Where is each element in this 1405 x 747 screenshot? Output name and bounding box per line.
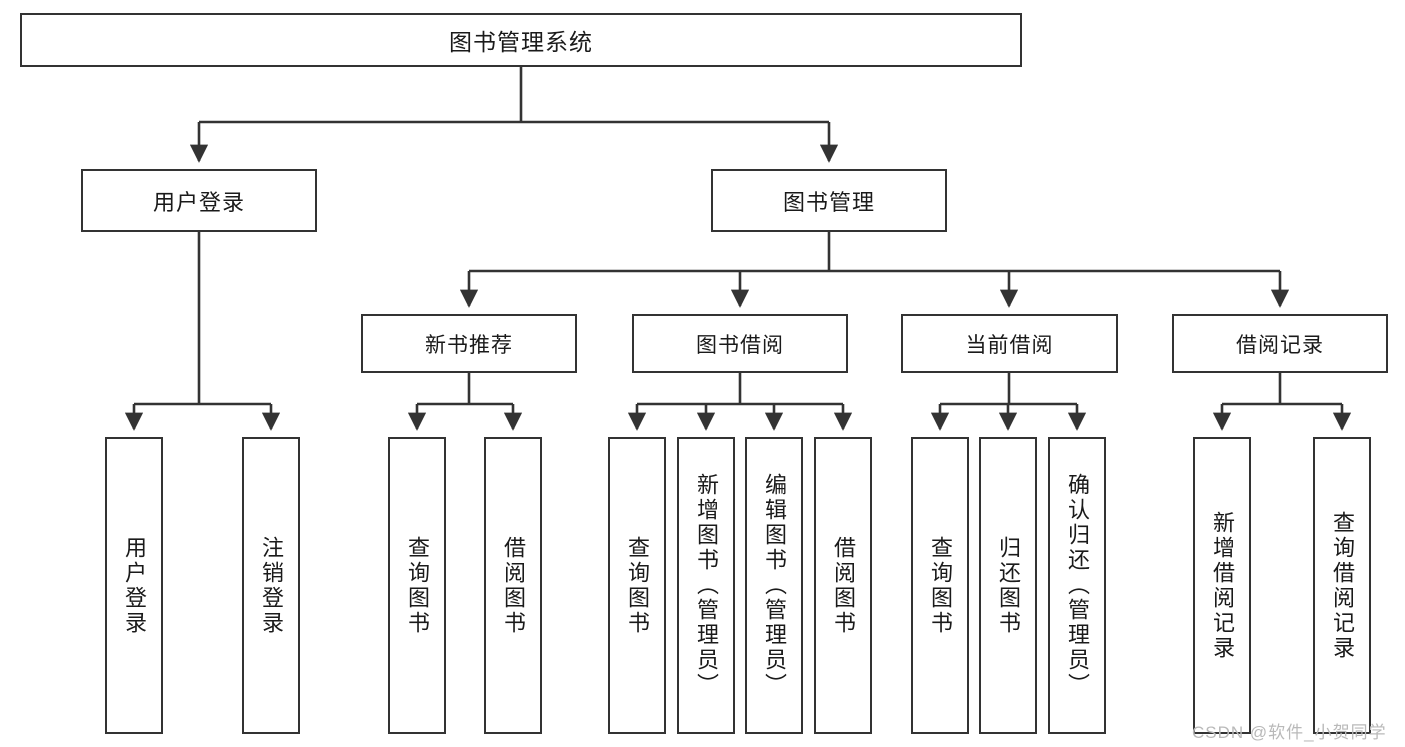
leaf-confirm-return-admin[interactable]: 确认归还（管理员） <box>1048 437 1106 734</box>
node-book-borrow[interactable]: 图书借阅 <box>632 314 848 373</box>
leaf-add-book-admin[interactable]: 新增图书（管理员） <box>677 437 735 734</box>
leaf-query-book-current-label: 查询图书 <box>928 535 953 636</box>
leaf-borrow-book-label: 借阅图书 <box>831 535 856 636</box>
leaf-user-login[interactable]: 用户登录 <box>105 437 163 734</box>
leaf-query-book-newbooks-label: 查询图书 <box>405 535 430 636</box>
leaf-return-book[interactable]: 归还图书 <box>979 437 1037 734</box>
node-root-label: 图书管理系统 <box>449 29 593 55</box>
node-borrow-records[interactable]: 借阅记录 <box>1172 314 1388 373</box>
leaf-borrow-book-newbooks[interactable]: 借阅图书 <box>484 437 542 734</box>
leaf-borrow-book[interactable]: 借阅图书 <box>814 437 872 734</box>
leaf-add-book-admin-label: 新增图书（管理员） <box>694 473 719 698</box>
leaf-query-book-current[interactable]: 查询图书 <box>911 437 969 734</box>
connector-group-newbooks <box>407 373 523 431</box>
connector-group-book-mgmt <box>459 232 1290 308</box>
node-borrow-records-label: 借阅记录 <box>1236 333 1324 357</box>
leaf-query-book-borrow-label: 查询图书 <box>625 535 650 636</box>
node-book-management[interactable]: 图书管理 <box>711 169 947 232</box>
node-book-management-label: 图书管理 <box>782 189 875 215</box>
node-current-borrow-label: 当前借阅 <box>965 333 1054 357</box>
leaf-logout-label: 注销登录 <box>259 535 284 636</box>
csdn-watermark: CSDN @软件_小贺同学 <box>1192 723 1387 742</box>
connector-group-root <box>189 67 839 163</box>
leaf-edit-book-admin[interactable]: 编辑图书（管理员） <box>745 437 803 734</box>
leaf-add-borrow-record[interactable]: 新增借阅记录 <box>1193 437 1251 734</box>
leaf-return-book-label: 归还图书 <box>996 535 1021 636</box>
node-current-borrow[interactable]: 当前借阅 <box>901 314 1118 373</box>
leaf-query-borrow-record-label: 查询借阅记录 <box>1330 510 1355 661</box>
node-new-book-recommend-label: 新书推荐 <box>425 333 513 357</box>
leaf-user-login-label: 用户登录 <box>122 535 147 636</box>
connector-group-user-login <box>124 232 281 431</box>
leaf-edit-book-admin-label: 编辑图书（管理员） <box>762 473 787 698</box>
leaf-query-book-newbooks[interactable]: 查询图书 <box>388 437 446 734</box>
leaf-logout[interactable]: 注销登录 <box>242 437 300 734</box>
connector-group-records <box>1212 373 1352 431</box>
node-user-login[interactable]: 用户登录 <box>81 169 317 232</box>
node-book-borrow-label: 图书借阅 <box>696 333 784 357</box>
leaf-add-borrow-record-label: 新增借阅记录 <box>1210 510 1235 661</box>
leaf-borrow-book-newbooks-label: 借阅图书 <box>501 535 526 636</box>
leaf-query-borrow-record[interactable]: 查询借阅记录 <box>1313 437 1371 734</box>
node-user-login-label: 用户登录 <box>152 189 245 215</box>
connector-group-borrow <box>627 373 853 431</box>
connector-group-current <box>930 373 1087 431</box>
leaf-query-book-borrow[interactable]: 查询图书 <box>608 437 666 734</box>
leaf-confirm-return-admin-label: 确认归还（管理员） <box>1065 473 1090 698</box>
node-new-book-recommend[interactable]: 新书推荐 <box>361 314 577 373</box>
node-root[interactable]: 图书管理系统 <box>20 13 1022 67</box>
